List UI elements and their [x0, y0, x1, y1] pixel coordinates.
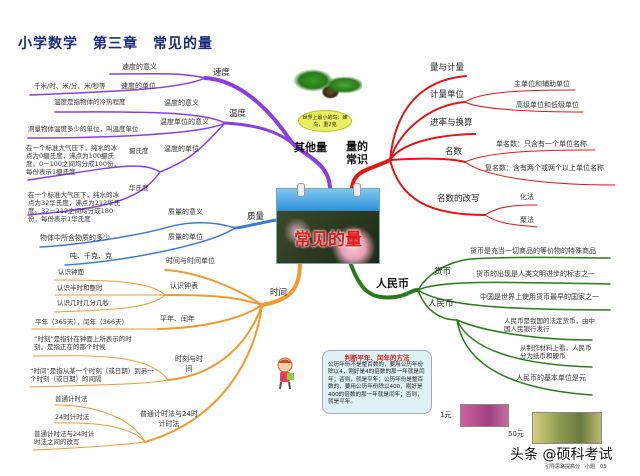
node-time[interactable]: 时间	[270, 288, 288, 298]
node-year[interactable]: 平年、闰年	[160, 315, 195, 323]
leaf-unit-1: 主单位和辅助单位	[514, 80, 570, 88]
leaf-clock24-1: 普通计时法	[55, 395, 88, 403]
page-title: 小学数学 第三章 常见的量	[18, 36, 213, 52]
leaf-period: “时间”是指从某一个时刻（或日期）到另一个时刻（或日期）的间隔	[30, 367, 154, 383]
leaf-number-1: 单名数：只含有一个单位名称	[496, 140, 587, 148]
node-common[interactable]: 量的常识	[346, 140, 368, 166]
leaf-clock24-3: 普通计时法与24时计时法之间的改写	[34, 430, 95, 446]
node-rewrite[interactable]: 名数的改写	[437, 194, 480, 204]
leaf-clock-2: 认识半时和整时	[57, 284, 103, 292]
node-temp-unit-meaning[interactable]: 温度单位的意义	[160, 118, 209, 126]
tip-body: 公历年份不是整百数的，要用公历年份除以4，刚好是4的倍数的那一年就是闰年；否则，…	[328, 362, 425, 406]
node-mass-unit[interactable]: 质量的单位	[168, 233, 203, 241]
node-mass[interactable]: 质量	[247, 212, 265, 222]
note-1-label: 1元	[440, 411, 452, 419]
tip-title: 判断平年、闰年的方法	[344, 354, 410, 362]
node-rmb[interactable]: 人民币	[376, 277, 409, 290]
common-branches	[350, 75, 616, 228]
blossom-image	[277, 211, 379, 263]
leaf-temp-meaning: 温度是指物体的冷热程度	[54, 98, 126, 106]
bird-speech-bubble: 世界上最小的鸟：蜂鸟，重2克	[298, 110, 352, 132]
leaf-year: 平年（365天），闰年（366天）	[35, 318, 129, 326]
leaf-speed-unit: 千米/时、米/分、米/秒等	[34, 82, 106, 90]
node-clock[interactable]: 认识钟表	[170, 282, 198, 290]
leaf-clock-3: 认识几时几分几秒	[57, 299, 109, 307]
leaf-rmb-1: 人民币是我国的法定货币，由中国人民银行发行	[504, 317, 595, 333]
node-moment[interactable]: 时刻与时间	[175, 355, 203, 373]
center-topic-card[interactable]: 常见的量	[276, 183, 380, 264]
leaf-rewrite-1: 化法	[520, 193, 534, 201]
calendar-header	[277, 189, 379, 211]
leaf-clock-1: 认识钟面	[58, 268, 84, 276]
leaf-mass-meaning: 物体中所含物质的多少	[40, 234, 110, 242]
node-speed-unit[interactable]: 速度的单位	[121, 82, 156, 90]
girl-cartoon-icon	[277, 357, 294, 390]
center-topic-title: 常见的量	[294, 230, 362, 250]
hummingbird-image	[292, 62, 362, 108]
leaf-rmb-3: 人民币的基本单位是元	[516, 374, 586, 382]
node-celsius[interactable]: 摄氏度	[129, 147, 149, 155]
node-temperature[interactable]: 温度	[229, 109, 247, 119]
leaf-temp-unit-meaning: 测量物体温度多少的单位，叫温度单位	[28, 125, 139, 133]
node-speed[interactable]: 速度	[213, 68, 231, 78]
calendar-ring-icon	[297, 183, 305, 197]
leaf-fahrenheit: 在一个标准大气压下，纯水的冰点为32华氏度，沸点为212华氏度。32－212之间…	[28, 191, 121, 223]
node-measure[interactable]: 量与计量	[430, 63, 465, 73]
calendar-ring-icon	[353, 183, 361, 197]
mass-branches	[39, 218, 278, 266]
other-branches	[27, 72, 332, 216]
node-rmb-sub[interactable]: 人民币	[428, 299, 454, 309]
leaf-currency-1: 货币是充当一切商品的等价物的特殊商品	[470, 247, 596, 255]
leaf-currency-3: 中国是世界上使用货币最早的国家之一	[480, 293, 599, 301]
node-temp-unit[interactable]: 温度的单位	[164, 145, 199, 153]
node-mass-meaning[interactable]: 质量的意义	[168, 208, 203, 216]
watermark-small: 引导思路提高分 小题 03	[545, 464, 607, 470]
one-yuan-note-image	[460, 404, 509, 427]
node-clock24[interactable]: 普通计时法与24时计时法	[140, 410, 198, 428]
leaf-unit-2: 高级单位和低级单位	[516, 101, 579, 109]
node-currency[interactable]: 货币	[434, 267, 452, 277]
rmb-branches	[348, 256, 611, 396]
leaf-rmb-2: 从制作材料上看，人民币分为纸币和硬币	[520, 344, 592, 360]
leaf-clock24-2: 24时计时法	[55, 413, 90, 421]
watermark: 头条 @硕科考试	[510, 447, 613, 463]
leaf-celsius: 在一个标准大气压下，纯水的冰点为0摄氏度，沸点为100摄氏度。0－100之间均分…	[26, 144, 120, 176]
leaf-number-2: 复名数：含有两个或两个以上单位名称	[485, 164, 604, 172]
leaf-mass-unit: 吨、千克、克	[70, 252, 112, 260]
node-unit[interactable]: 计量单位	[430, 90, 465, 100]
leaf-moment: “时刻”是指针在钟面上所表示的时刻，是指正在的那个时候	[34, 335, 132, 351]
node-other[interactable]: 其他量	[294, 141, 327, 154]
leaf-currency-2: 货币的出现是人类文明进步的标志之一	[476, 270, 595, 278]
node-speed-meaning[interactable]: 速度的意义	[122, 63, 157, 71]
node-fahrenheit[interactable]: 华氏度	[129, 184, 149, 192]
fifty-yuan-note-image	[532, 412, 602, 444]
node-time-units[interactable]: 时间与时间单位	[166, 257, 215, 265]
leap-year-tip-box: 判断平年、闰年的方法 公历年份不是整百数的，要用公历年份除以4，刚好是4的倍数的…	[322, 350, 432, 414]
time-branches	[29, 260, 302, 451]
note-50-label: 50元	[508, 430, 524, 438]
node-number[interactable]: 名数	[445, 147, 463, 157]
node-rate[interactable]: 进率与换算	[430, 118, 473, 128]
node-temp-meaning[interactable]: 温度的意义	[164, 99, 199, 107]
leaf-rewrite-2: 聚法	[520, 216, 534, 224]
